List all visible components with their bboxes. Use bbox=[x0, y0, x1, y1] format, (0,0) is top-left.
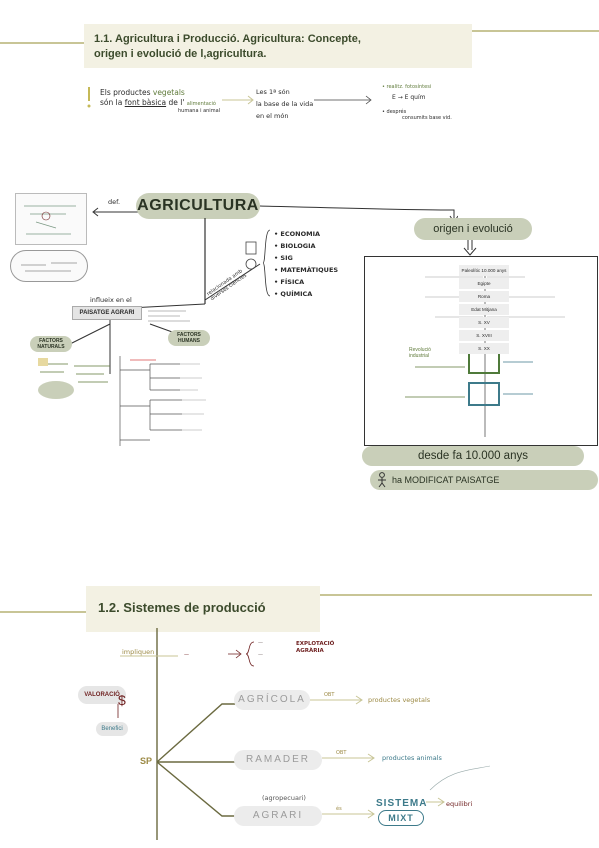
obt-label-1: OBT bbox=[324, 692, 335, 698]
discipline-economia: • ECONOMIA bbox=[274, 230, 321, 238]
discipline-quimica: • QUÍMICA bbox=[274, 290, 313, 298]
origin-node: origen i evolució bbox=[414, 218, 532, 240]
section2-title: 1.2. Sistemes de producció bbox=[98, 600, 266, 615]
section1-title-line1: 1.1. Agricultura i Producció. Agricultur… bbox=[94, 33, 361, 45]
productes-animals: productes animals bbox=[382, 754, 442, 762]
timeline-box: Paleolític 10.000 anys Egipte Roma Edat … bbox=[364, 256, 598, 446]
benefici-label: Benefici bbox=[101, 726, 123, 732]
ha-modificat-node: ha MODIFICAT PAISATGE bbox=[370, 470, 598, 490]
sistema-label: SISTEMA bbox=[376, 798, 428, 809]
note-intro-text: Els productes vegetals són la font bàsic… bbox=[100, 88, 250, 114]
note-font-basica: font bàsica bbox=[124, 98, 167, 107]
equilibri-label: equilibri bbox=[446, 800, 473, 808]
valoracio-node: VALORACIÓ bbox=[78, 686, 126, 704]
tree-diagram bbox=[110, 350, 220, 450]
note-humana: humana i animal bbox=[178, 108, 221, 114]
discipline-matematiques: • MATEMÀTIQUES bbox=[274, 266, 339, 274]
factors-sketch bbox=[34, 356, 114, 402]
timeline-entry: S. XV bbox=[459, 317, 509, 328]
influeix-label: influeix en el bbox=[90, 296, 132, 304]
explotacio-notes: —— bbox=[258, 640, 263, 658]
note-base-text: Les 1ª són la base de la vida en el món bbox=[256, 88, 316, 120]
section1-title-box: 1.1. Agricultura i Producció. Agricultur… bbox=[84, 24, 472, 68]
section2-divider-left bbox=[0, 611, 86, 613]
note-base-1: Les 1ª són bbox=[256, 88, 290, 96]
sp-diagram-lines bbox=[0, 620, 599, 848]
note-right-4: consumits base vid. bbox=[402, 115, 452, 121]
note-right-1: • realitz. fotosíntesi bbox=[382, 84, 432, 90]
valoracio-label: VALORACIÓ bbox=[84, 692, 120, 698]
def-arrow bbox=[90, 204, 140, 217]
note-alimentacio: alimentació bbox=[186, 101, 216, 107]
es-label: és bbox=[336, 806, 342, 812]
origin-down-arrow bbox=[462, 240, 478, 256]
timeline-entry: Paleolític 10.000 anys bbox=[459, 265, 509, 276]
agrari-node: AGRARI bbox=[234, 806, 322, 826]
mixt-node: MIXT bbox=[378, 810, 424, 826]
disciplines-list: • ECONOMIA • BIOLOGIA • SIG • MATEMÀTIQU… bbox=[274, 228, 354, 300]
paisatge-label: PAISATGE AGRARI bbox=[79, 310, 135, 316]
factors-naturals-node: FACTORS NATURALS bbox=[30, 336, 72, 352]
impliquen-label: impliquen bbox=[122, 648, 155, 656]
paisatge-node: PAISATGE AGRARI bbox=[72, 306, 142, 320]
paisatge-notes bbox=[146, 308, 196, 326]
note-right-3: • després bbox=[382, 109, 407, 115]
obt-label-2: OBT bbox=[336, 750, 347, 756]
timeline-entry: Roma bbox=[459, 291, 509, 302]
timeline-entry: S. XX bbox=[459, 343, 509, 354]
note-right-2: E → E quím bbox=[392, 94, 426, 101]
agricola-node: AGRÍCOLA bbox=[234, 690, 310, 710]
def-label: def. bbox=[108, 198, 121, 206]
discipline-fisica: • FÍSICA bbox=[274, 278, 305, 286]
section2-title-box: 1.2. Sistemes de producció bbox=[86, 586, 320, 632]
sp-label: SP bbox=[140, 756, 153, 766]
note-arrow-2 bbox=[314, 92, 374, 105]
productes-vegetals: productes vegetals bbox=[368, 696, 431, 704]
section1-title-line2: origen i evolució de l,agricultura. bbox=[94, 48, 267, 60]
impliquen-target: — bbox=[184, 652, 189, 658]
person-icon bbox=[376, 472, 388, 495]
disciplines-bracket bbox=[262, 228, 272, 298]
discipline-biologia: • BIOLOGIA bbox=[274, 242, 316, 250]
section1-divider-left bbox=[0, 42, 84, 44]
agricultura-center-node: AGRICULTURA bbox=[136, 193, 260, 219]
left-sketch-oval bbox=[10, 250, 88, 282]
note-vegetals: vegetals bbox=[152, 88, 185, 97]
discipline-sig: • SIG bbox=[274, 254, 293, 262]
section2-divider-right bbox=[320, 594, 592, 596]
note-exclamation-icon bbox=[86, 86, 92, 108]
timeline-side-note: Revolució industrial bbox=[409, 347, 431, 359]
timeline-entry: Egipte bbox=[459, 278, 509, 289]
left-sketch-panel bbox=[15, 193, 87, 245]
note-base-3: en el món bbox=[256, 112, 289, 120]
note-prefix: Els productes bbox=[100, 88, 151, 97]
money-icon: $ bbox=[118, 692, 126, 708]
disciplines-icon bbox=[244, 240, 258, 272]
note-base-2: la base de la vida bbox=[256, 100, 314, 108]
factors-humans-node: FACTORS HUMANS bbox=[168, 330, 210, 346]
note-right-text: • realitz. fotosíntesi E → E quím • desp… bbox=[382, 84, 472, 121]
ha-modificat-label: ha MODIFICAT PAISATGE bbox=[392, 475, 500, 485]
benefici-node: Benefici bbox=[96, 722, 128, 736]
timeline-entry: S. XVIII bbox=[459, 330, 509, 341]
ramader-node: RAMADER bbox=[234, 750, 322, 770]
note-de: de l' bbox=[168, 98, 185, 107]
section1-divider-right bbox=[472, 30, 599, 32]
timeline-box-entries: Paleolític 10.000 anys Egipte Roma Edat … bbox=[459, 265, 509, 356]
agropecuari-label: (agropecuari) bbox=[262, 794, 306, 802]
desde-node: desde fa 10.000 anys bbox=[362, 446, 584, 466]
explotacio-label: EXPLOTACIÓ AGRÀRIA bbox=[296, 641, 335, 654]
mixt-label: MIXT bbox=[388, 813, 414, 823]
note-arrow-1 bbox=[222, 92, 256, 105]
timeline-entry: Edat Mitjana bbox=[459, 304, 509, 315]
note-son: són la bbox=[100, 98, 123, 107]
